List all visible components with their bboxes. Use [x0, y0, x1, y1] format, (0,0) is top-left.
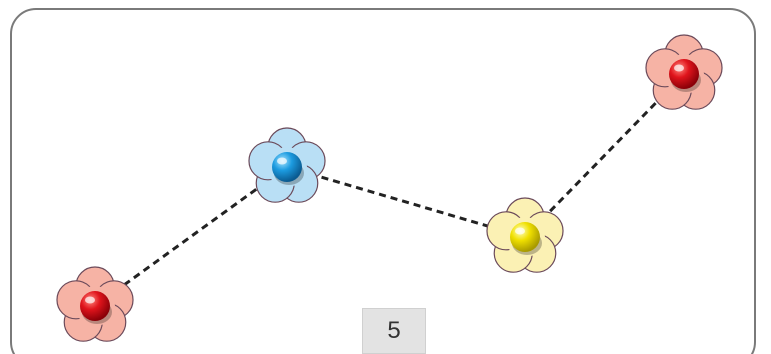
- dashed-connector-1: [123, 186, 259, 287]
- center-highlight: [277, 157, 287, 165]
- page-number-box: 5: [362, 308, 426, 354]
- flower-icon: [486, 197, 564, 273]
- flower-center: [272, 152, 302, 182]
- dashed-connector-3: [549, 98, 660, 213]
- flower-center: [669, 59, 699, 89]
- center-highlight: [674, 64, 684, 72]
- flower-center: [510, 222, 540, 252]
- flower-icon: [56, 266, 134, 342]
- dashed-connector-2: [321, 175, 491, 229]
- dashed-connectors: [123, 98, 660, 287]
- flower-center: [80, 291, 110, 321]
- rounded-frame: [10, 8, 756, 354]
- center-highlight: [85, 296, 95, 304]
- flowers-group: [56, 34, 723, 342]
- center-highlight: [515, 227, 525, 235]
- flower-icon: [645, 34, 723, 110]
- flower-icon: [248, 127, 326, 203]
- page-number: 5: [387, 317, 401, 344]
